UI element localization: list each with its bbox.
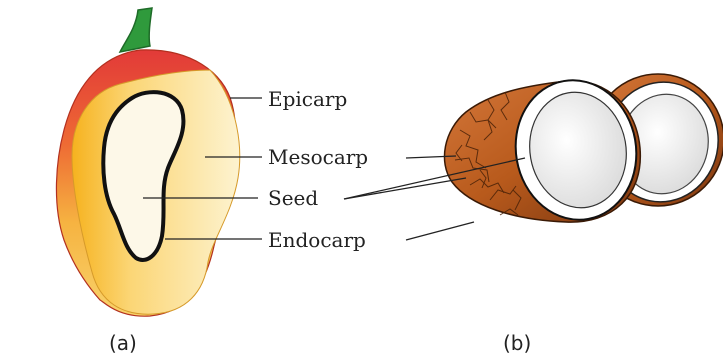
caption-b: (b) <box>503 331 531 355</box>
coconut-halves-icon <box>444 71 723 230</box>
mesocarp-label: Mesocarp <box>268 145 368 169</box>
epicarp-label: Epicarp <box>268 87 347 111</box>
mango-stem <box>120 8 152 52</box>
coconut-endocarp-leader <box>406 222 474 240</box>
seed-label: Seed <box>268 186 318 210</box>
coconut-mesocarp-leader <box>344 178 466 199</box>
caption-a: (a) <box>109 331 137 355</box>
mango-cross-section-icon <box>56 8 239 316</box>
endocarp-label: Endocarp <box>268 228 366 252</box>
